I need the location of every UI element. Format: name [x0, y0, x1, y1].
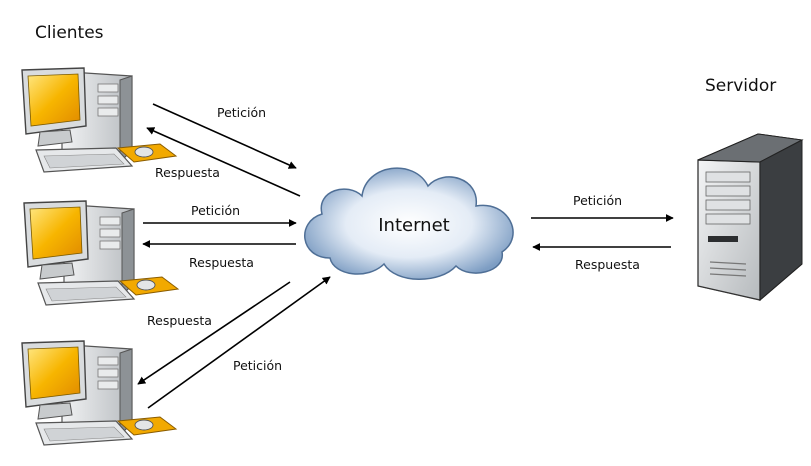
- client-computer-3-icon: [21, 340, 177, 446]
- client2-request-label: Petición: [191, 203, 240, 218]
- internet-cloud-icon: Internet: [304, 167, 514, 280]
- clients-heading: Clientes: [35, 23, 104, 43]
- client3-response-label: Respuesta: [147, 313, 212, 328]
- client2-response-label: Respuesta: [189, 255, 254, 270]
- client3-request-arrow: [147, 276, 331, 409]
- client-computer-2-icon: [23, 200, 179, 306]
- client-computer-1-icon: [21, 67, 177, 173]
- client1-response-arrow: [146, 127, 301, 197]
- client3-request-label: Petición: [233, 358, 282, 373]
- client1-response-label: Respuesta: [155, 165, 220, 180]
- client1-request-arrow: [152, 103, 297, 169]
- server-response-label: Respuesta: [575, 257, 640, 272]
- internet-label: Internet: [378, 215, 449, 236]
- client1-request-label: Petición: [217, 105, 266, 120]
- server-tower-icon: [697, 133, 804, 302]
- client3-response-arrow: [137, 281, 291, 385]
- server-request-label: Petición: [573, 193, 622, 208]
- server-heading: Servidor: [705, 76, 776, 96]
